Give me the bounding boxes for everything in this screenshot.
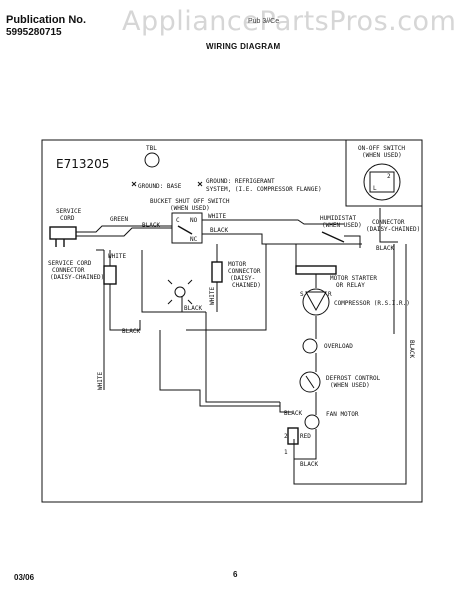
svc-connector-block <box>103 265 117 285</box>
header-subtitle: Pub 3//Ce <box>248 18 280 25</box>
wire-black-conn <box>109 284 141 331</box>
compressor-label: COMPRESSOR (R.S.I.R.) <box>334 300 410 307</box>
svc-connector-1: SERVICE CORD <box>48 260 92 267</box>
motor-conn-4: CHAINED) <box>232 282 261 289</box>
footer-date: 03/06 <box>14 573 35 582</box>
wire-label-white-1: WHITE <box>208 213 226 220</box>
onoff-switch-box <box>345 139 423 207</box>
bucket-switch-sub: (WHEN USED) <box>170 205 210 212</box>
ground-refrigerant-label: GROUND: REFRIGERANT <box>206 178 275 185</box>
overload-label: OVERLOAD <box>324 343 353 350</box>
service-cord-label-1: SERVICE <box>56 208 82 215</box>
wire-label-black-3: BLACK <box>122 328 140 335</box>
footer-page-number: 6 <box>233 570 238 579</box>
humidistat-contact <box>321 231 345 243</box>
page-title: WIRING DIAGRAM <box>206 42 281 51</box>
defrost-label-1: DEFROST CONTROL <box>326 375 381 382</box>
wire-white-top <box>202 219 344 225</box>
terminal-nc: NC <box>190 236 198 243</box>
motor-conn-2: CONNECTOR <box>228 268 261 275</box>
onoff-terminal-2: 2 <box>387 173 391 180</box>
defrost-label-2: (WHEN USED) <box>330 382 370 389</box>
wire-label-black-7: BLACK <box>300 461 318 468</box>
onoff-label-1: ON-OFF SWITCH <box>358 145 405 152</box>
connector-label-2: (DAISY-CHAINED) <box>366 226 420 233</box>
service-plug <box>49 226 77 240</box>
wire-label-white-2: WHITE <box>108 253 126 260</box>
lamp-icon <box>174 286 186 298</box>
wire-label-black-8: BLACK <box>408 340 415 358</box>
compressor-triangle <box>305 291 327 312</box>
publication-label: Publication No. <box>6 14 87 26</box>
wire-label-black-4: BLACK <box>184 305 202 312</box>
watermark: AppliancePartsPros.com <box>122 6 457 37</box>
compressor-terminal-r: R <box>328 291 332 298</box>
wire-label-white-3: WHITE <box>209 287 216 305</box>
motor-conn-3: (DAISY- <box>230 275 255 282</box>
compressor-icon <box>302 288 330 316</box>
fan-motor-icon <box>304 414 320 430</box>
wire-label-black-2: BLACK <box>210 227 228 234</box>
ground-base-label: GROUND: BASE <box>138 183 182 190</box>
terminal-c: C <box>176 217 180 224</box>
wire-black-top <box>202 233 362 245</box>
defrost-control-icon <box>299 371 321 393</box>
wire-label-red: RED <box>300 433 311 440</box>
bucket-switch-label: BUCKET SHUT OFF SWITCH <box>150 198 230 205</box>
svc-connector-2: CONNECTOR <box>52 267 85 274</box>
publication-number: 5995280715 <box>6 27 62 38</box>
ground-system-label: SYSTEM, (I.E. COMPRESSOR FLANGE) <box>206 186 322 193</box>
table-symbol-circle <box>144 152 160 168</box>
motor-starter-block <box>295 265 337 275</box>
motor-starter-label-2: OR RELAY <box>336 282 365 289</box>
onoff-switch-dial <box>363 163 401 201</box>
wire-label-black-5: BLACK <box>376 245 394 252</box>
onoff-label-2: (WHEN USED) <box>362 152 402 159</box>
wire-label-black-6: BLACK <box>284 410 302 417</box>
header: AppliancePartsPros.com Publication No. 5… <box>0 0 470 60</box>
connector-label-1: CONNECTOR <box>372 219 405 226</box>
wire-black-1 <box>76 227 172 237</box>
terminal-no: NO <box>190 217 198 224</box>
fan-motor-label: FAN MOTOR <box>326 411 359 418</box>
wire-label-black-1: BLACK <box>142 222 160 229</box>
model-code: E713205 <box>56 157 109 171</box>
ground-symbol-2 <box>197 181 203 187</box>
humidistat-label-1: HUMIDISTAT <box>320 215 357 222</box>
humidistat-label-2: (WHEN USED) <box>322 222 362 229</box>
onoff-terminal-l: L <box>373 185 377 192</box>
ground-symbol-1 <box>131 181 137 187</box>
fan-terminal-2: 2 <box>284 433 288 440</box>
service-cord-label-2: CORD <box>60 215 75 222</box>
fan-terminal-1: 1 <box>284 449 288 456</box>
overload-icon <box>302 338 318 354</box>
motor-connector-block <box>211 261 223 283</box>
wire-label-green: GREEN <box>110 216 128 223</box>
wire-label-white-vert: WHITE <box>97 372 104 390</box>
diagram-frame <box>41 139 423 503</box>
bucket-switch-contact <box>177 225 193 235</box>
plug-prongs <box>55 239 65 247</box>
table-symbol-label: TBL <box>146 145 157 152</box>
compressor-terminal-s: S <box>300 291 304 298</box>
svc-connector-3: (DAISY-CHAINED) <box>50 274 104 281</box>
motor-conn-1: MOTOR <box>228 261 246 268</box>
motor-starter-label-1: MOTOR STARTER <box>330 275 377 282</box>
wire-green <box>76 225 172 233</box>
